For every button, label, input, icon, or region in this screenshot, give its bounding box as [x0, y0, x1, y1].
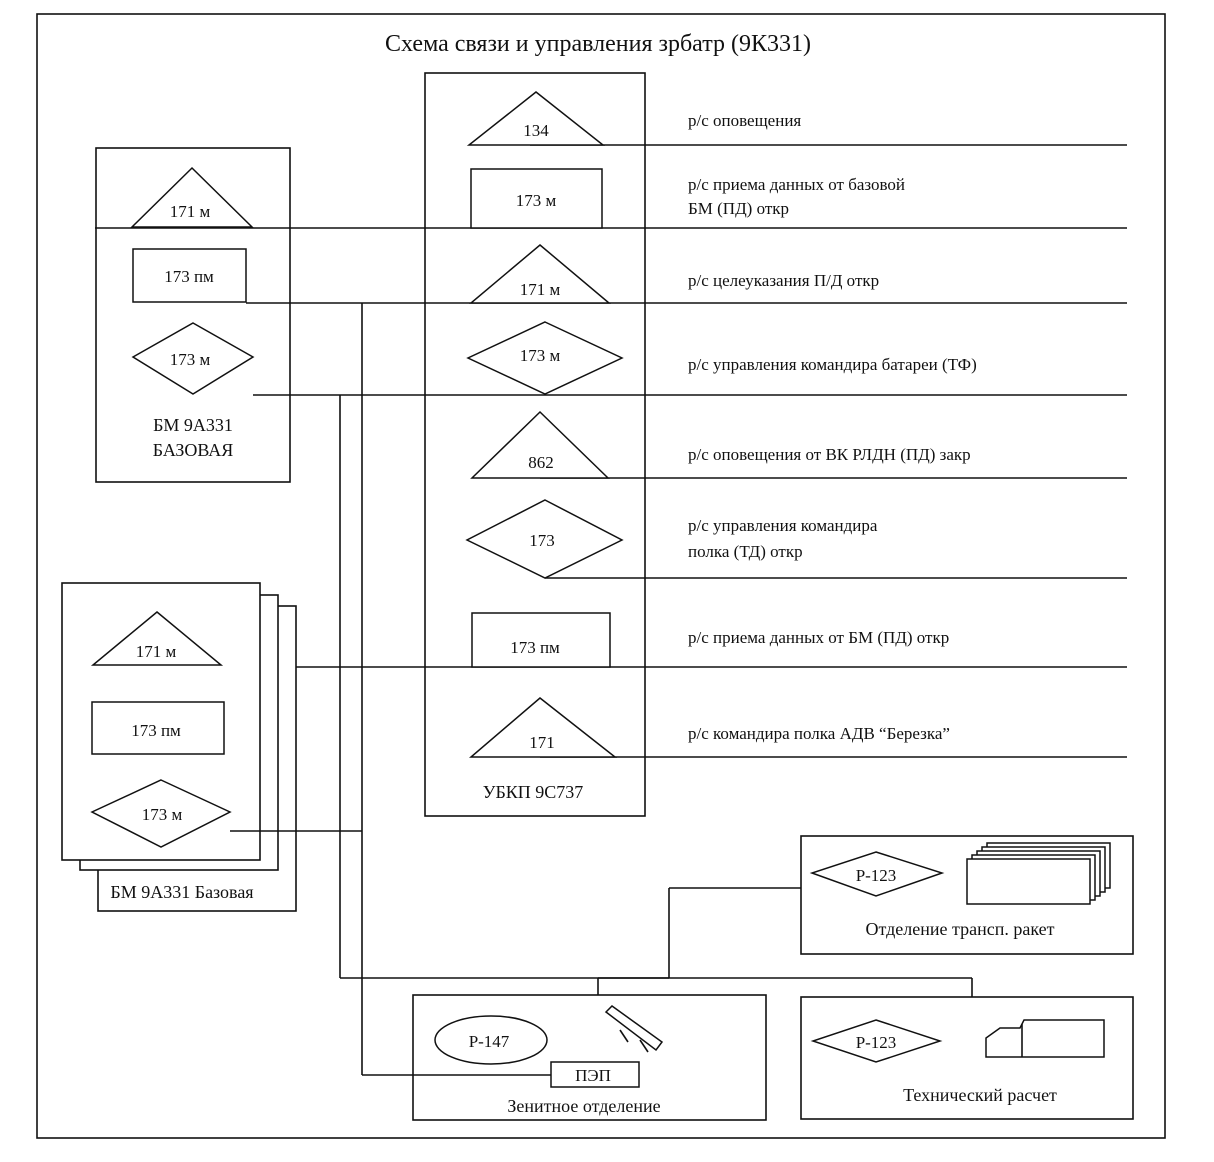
diagram-title: Схема связи и управления зрбатр (9К331) — [385, 31, 811, 57]
channel-label-7: р/с приема данных от БМ (ПД) откр — [688, 628, 949, 647]
bm-base-radio-173pm-label: 173 пм — [164, 267, 214, 286]
missile-transport-radio-label: Р-123 — [856, 866, 897, 885]
bm-base-box — [95, 147, 291, 483]
ubkp-radio-862 — [470, 410, 610, 479]
technical-crew-radio — [810, 1019, 943, 1063]
outer-frame — [36, 13, 1166, 1139]
trunk-lines — [230, 303, 973, 1076]
ubkp-radio-171-label: 171 — [529, 733, 555, 752]
bm-base-caption-2: БАЗОВАЯ — [153, 440, 234, 460]
ubkp-radio-171m-label: 171 м — [520, 280, 561, 299]
ubkp-radio-171m — [468, 244, 612, 304]
manpads-launcher-icon — [604, 1005, 664, 1053]
ubkp-radio-173-label: 173 — [529, 531, 555, 550]
aa-squad-caption: Зенитное отделение — [507, 1096, 660, 1116]
ubkp-radio-173m-diamond-label: 173 м — [520, 346, 561, 365]
bm-base-radio-173pm — [132, 248, 247, 303]
ubkp-radio-134 — [466, 91, 606, 146]
technical-crew-radio-label: Р-123 — [856, 1033, 897, 1052]
missile-containers-icon — [966, 842, 1111, 905]
technical-crew-caption: Технический расчет — [903, 1085, 1057, 1105]
bm-stack-radio-171m-label: 171 м — [136, 642, 177, 661]
channel-label-8: р/с командира полка АДВ “Березка” — [688, 724, 950, 743]
channel-labels: р/с оповещения р/с приема данных от базо… — [688, 111, 977, 743]
aa-squad-radio — [434, 1015, 548, 1065]
ubkp-radio-173pm-label: 173 пм — [510, 638, 560, 657]
ubkp-box — [424, 72, 646, 817]
bm-base-caption-1: БМ 9А331 — [153, 415, 233, 435]
ubkp-radio-173m-diamond — [466, 321, 624, 395]
channel-label-2b: БМ (ПД) откр — [688, 199, 789, 218]
aa-squad-radio-label: Р-147 — [469, 1032, 510, 1051]
bm-base-radio-171m — [130, 166, 254, 228]
ubkp-caption: УБКП 9С737 — [483, 782, 584, 802]
aa-squad-pep — [550, 1061, 640, 1088]
channel-lines — [95, 144, 1127, 758]
ubkp-radio-173m-box-label: 173 м — [516, 191, 557, 210]
channel-label-3: р/с целеуказания П/Д откр — [688, 271, 879, 290]
aa-squad-box — [412, 994, 767, 1121]
bm-base-radio-173m — [131, 322, 255, 395]
channel-label-6b: полка (ТД) откр — [688, 542, 803, 561]
bm-stack-radio-173pm-label: 173 пм — [131, 721, 181, 740]
ubkp-radio-173 — [465, 499, 624, 579]
technical-crew-box — [800, 996, 1134, 1120]
channel-label-1: р/с оповещения — [688, 111, 801, 130]
ubkp-radio-862-label: 862 — [528, 453, 554, 472]
bm-base-radio-171m-label: 171 м — [170, 202, 211, 221]
bm-stack-caption: БМ 9А331 Базовая — [110, 882, 253, 902]
bm-base-radio-173m-label: 173 м — [170, 350, 211, 369]
ubkp-radio-173m-box — [470, 168, 603, 229]
channel-label-4: р/с управления командира батареи (ТФ) — [688, 355, 977, 374]
missile-transport-caption: Отделение трансп. ракет — [866, 919, 1055, 939]
missile-transport-box — [800, 835, 1134, 955]
bm-stack-radio-173m-label: 173 м — [142, 805, 183, 824]
bm-stack-radio-171m — [90, 611, 224, 666]
aa-squad-pep-label: ПЭП — [575, 1066, 611, 1085]
ubkp-radio-134-label: 134 — [523, 121, 549, 140]
channel-label-5: р/с оповещения от ВК РЛДН (ПД) закр — [688, 445, 971, 464]
truck-icon — [985, 1019, 1105, 1058]
missile-transport-radio — [809, 851, 945, 897]
ubkp-radio-173pm — [471, 612, 611, 668]
bm-stack-radio-173m — [90, 779, 232, 848]
bm-stack-radio-173pm — [91, 701, 225, 755]
ubkp-radio-171 — [468, 697, 618, 758]
channel-label-2a: р/с приема данных от базовой — [688, 175, 905, 194]
channel-label-6a: р/с управления командира — [688, 516, 878, 535]
